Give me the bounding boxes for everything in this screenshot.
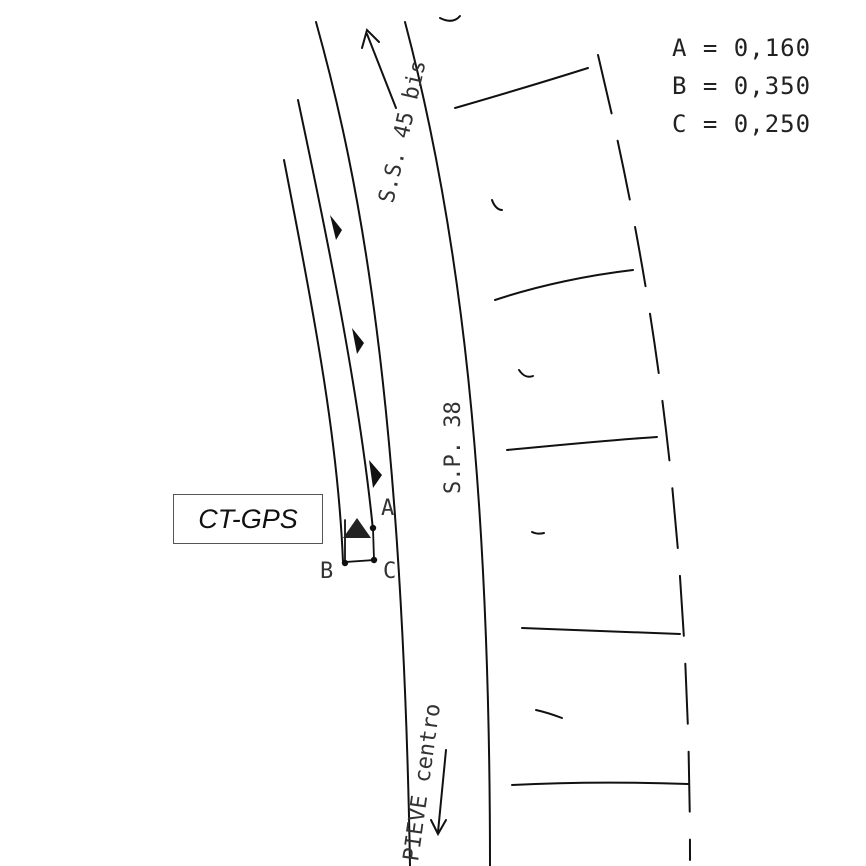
legend-item-a: A = 0,160 [672,34,812,62]
point-b-dot [341,559,349,567]
station-label: CT-GPS [198,503,298,534]
hatch-tick [535,709,563,719]
road-label-ss45bis: S.S. 45 bis [374,58,431,206]
arrow-north-head [361,28,380,49]
hatch-line [494,269,634,301]
legend-item-b: B = 0,350 [672,72,812,100]
flag-marker [330,215,342,240]
arrow-north-line [366,33,397,109]
arrow-south-line [437,749,447,833]
point-a-dot [369,524,377,532]
boundary-dashed-line [597,54,691,861]
hatch-tick [531,531,545,535]
hatch-tick [491,199,503,211]
flag-marker [352,328,364,354]
gps-station-triangle [343,518,371,538]
road-edge-east [404,21,491,866]
kerb-line-inner [297,99,374,531]
point-c-label: C [383,559,396,584]
hatch-line [506,436,658,451]
hatch-line [511,781,689,786]
point-a-label: A [381,496,394,521]
verge-line-outer [283,159,344,563]
station-label-box: CT-GPS [173,494,323,544]
flag-marker [369,460,382,488]
point-c-dot [370,556,378,564]
arrow-south-head [430,819,447,837]
hatch-line [521,627,681,635]
road-edge-west [315,21,411,866]
hatch-tick [518,369,534,378]
legend-item-c: C = 0,250 [672,110,812,138]
hatch-line [454,67,589,109]
point-b-label: B [320,559,333,584]
measure-frame [344,519,375,563]
road-label-sp38: S.P. 38 [441,401,466,494]
hatch-tick [439,15,461,22]
